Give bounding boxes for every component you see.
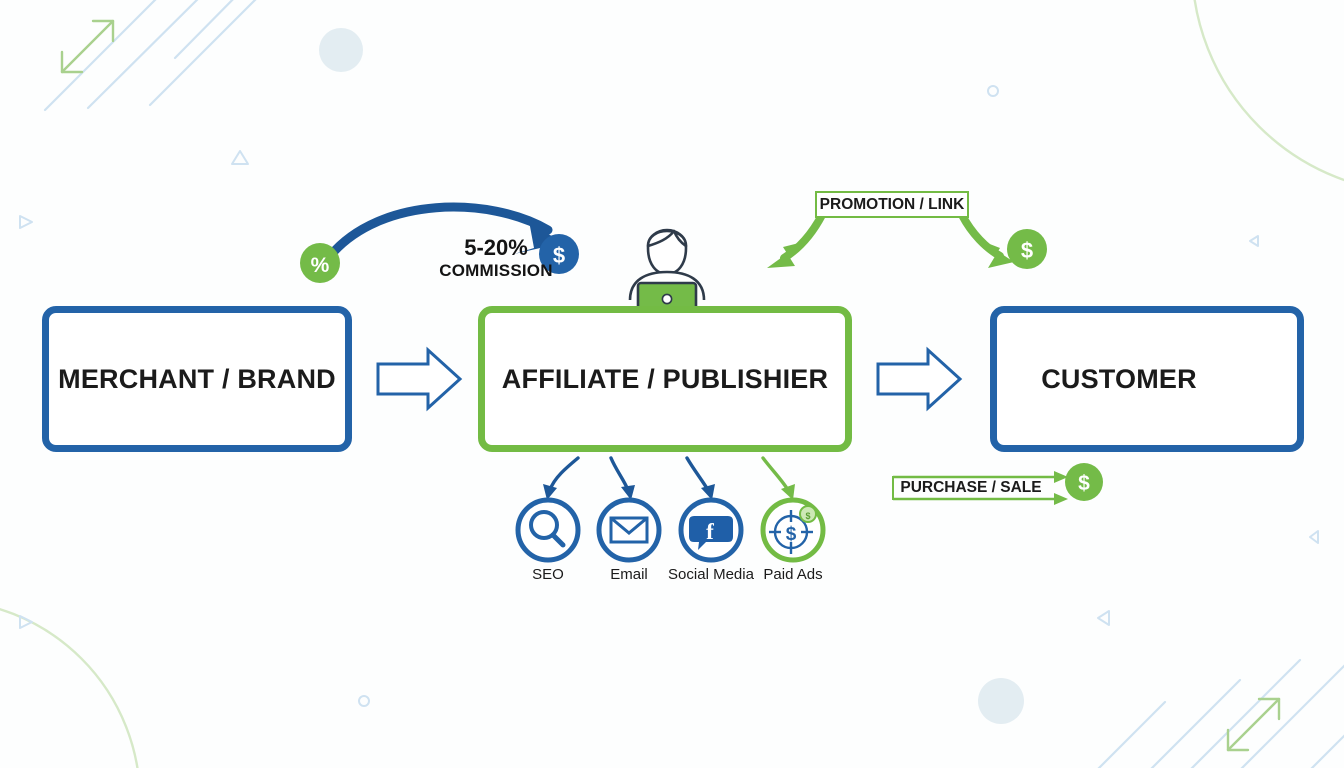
small-triangles [19, 150, 1319, 629]
channel-arrow-email [609, 456, 635, 500]
percent-badge: % [300, 243, 340, 283]
svg-text:$: $ [553, 243, 565, 268]
top-left-pale-circle [319, 28, 363, 72]
promotion-arrow [767, 211, 1014, 268]
node-customer[interactable]: CUSTOMER [990, 306, 1304, 452]
node-affiliate-label: AFFILIATE / PUBLISHIER [501, 363, 829, 394]
commission-dollar-badge: $ [539, 234, 579, 274]
svg-text:$: $ [805, 511, 810, 521]
node-customer-label: CUSTOMER [1041, 363, 1197, 394]
purchase-sale-tag[interactable]: PURCHASE / SALE [892, 476, 1048, 500]
channel-social-media[interactable]: Social Media [666, 562, 756, 583]
channel-seo[interactable]: SEO [503, 562, 593, 583]
promotion-dollar-badge: $ [1007, 229, 1047, 269]
svg-text:$: $ [1078, 472, 1090, 495]
channel-email[interactable]: Email [584, 562, 674, 583]
channel-arrow-social [685, 456, 715, 500]
node-merchant[interactable]: MERCHANT / BRAND [42, 306, 352, 452]
channel-paid-ads[interactable]: Paid Ads [748, 562, 838, 583]
envelope-icon [596, 497, 662, 563]
promotion-link-tag[interactable]: PROMOTION / LINK [815, 191, 969, 218]
svg-text:$: $ [1021, 238, 1033, 263]
search-icon [515, 497, 581, 563]
facebook-icon: f [678, 497, 744, 563]
affiliate-to-customer-arrow [876, 346, 963, 412]
node-merchant-label: MERCHANT / BRAND [58, 363, 336, 394]
svg-text:f: f [706, 519, 714, 544]
target-dollar-icon: $ $ [760, 497, 826, 563]
svg-text:$: $ [786, 524, 797, 545]
channel-seo-label: SEO [532, 566, 564, 583]
top-left-green-double-arrow [60, 19, 115, 74]
small-rings [358, 85, 999, 707]
commission-rate: 5-20% [464, 235, 528, 260]
top-left-diagonal-lines [43, 0, 257, 112]
channel-arrow-paid-ads [761, 456, 795, 500]
node-affiliate[interactable]: AFFILIATE / PUBLISHIER [478, 306, 852, 452]
bottom-right-pale-circle [978, 678, 1024, 724]
channel-arrow-seo [543, 456, 580, 500]
channel-paid-ads-label: Paid Ads [763, 566, 823, 583]
purchase-dollar-badge: $ [1065, 463, 1103, 501]
merchant-to-affiliate-arrow [376, 346, 463, 412]
promotion-link-label: PROMOTION / LINK [819, 195, 965, 213]
svg-text:%: % [311, 254, 330, 277]
bottom-right-diagonal-lines [1097, 658, 1344, 768]
commission-word: COMMISSION [439, 260, 553, 280]
channel-email-label: Email [610, 566, 648, 583]
commission-text: 5-20% COMMISSION [376, 235, 616, 280]
purchase-sale-label: PURCHASE / SALE [896, 479, 1046, 497]
channel-social-media-label: Social Media [668, 566, 754, 583]
bottom-right-green-double-arrow [1226, 697, 1281, 752]
